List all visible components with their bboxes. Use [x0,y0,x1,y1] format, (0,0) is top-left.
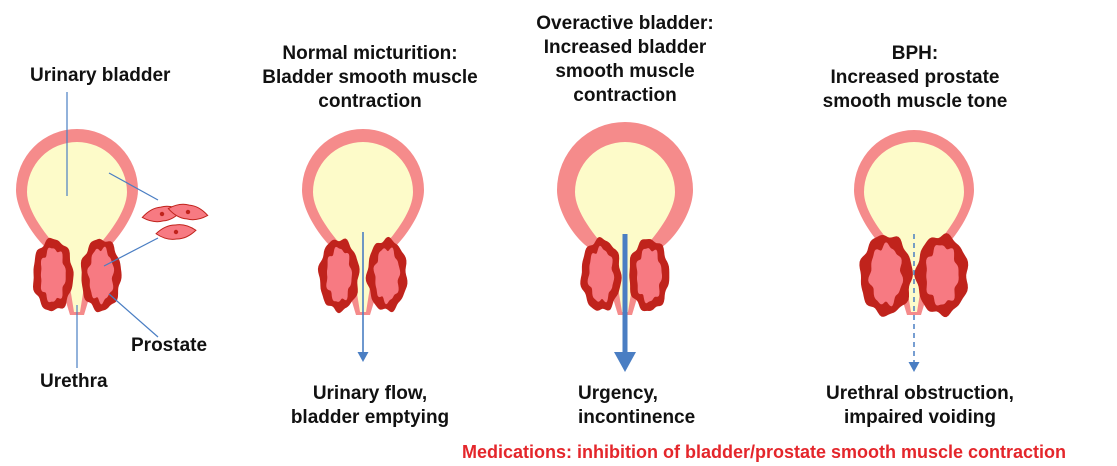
title-line: contraction [505,84,745,108]
leader-line-prostate [109,294,158,337]
title-bph: BPH: Increased prostate smooth muscle to… [790,42,1040,114]
medications-note: Medications: inhibition of bladder/prost… [462,442,1066,463]
outcome-line: bladder emptying [250,406,490,430]
title-line: smooth muscle tone [790,90,1040,114]
title-line: Increased prostate [790,66,1040,90]
title-line: smooth muscle [505,60,745,84]
title-line: Overactive bladder: [505,12,745,36]
arrow-head [358,352,369,362]
title-normal-micturition: Normal micturition: Bladder smooth muscl… [245,42,495,114]
label-prostate: Prostate [131,334,207,358]
title-line: BPH: [790,42,1040,66]
outcome-line: Urinary flow, [250,382,490,406]
outcome-line: impaired voiding [795,406,1045,430]
smooth-muscle-cell [155,223,196,241]
outcome-overactive: Urgency, incontinence [578,382,695,430]
title-line: Increased bladder [505,36,745,60]
smooth-muscle-cell [167,202,209,223]
title-line: contraction [245,90,495,114]
outcome-normal: Urinary flow, bladder emptying [250,382,490,430]
outcome-line: Urethral obstruction, [795,382,1045,406]
title-overactive-bladder: Overactive bladder: Increased bladder sm… [505,12,745,108]
bladder-figure [16,129,138,315]
arrow-head [909,362,920,372]
title-line: Normal micturition: [245,42,495,66]
label-urinary-bladder: Urinary bladder [30,64,170,88]
title-line: Bladder smooth muscle [245,66,495,90]
arrow-head [614,352,636,372]
outcome-line: Urgency, [578,382,695,406]
outcome-bph: Urethral obstruction, impaired voiding [795,382,1045,430]
label-urethra: Urethra [40,370,108,394]
outcome-line: incontinence [578,406,695,430]
